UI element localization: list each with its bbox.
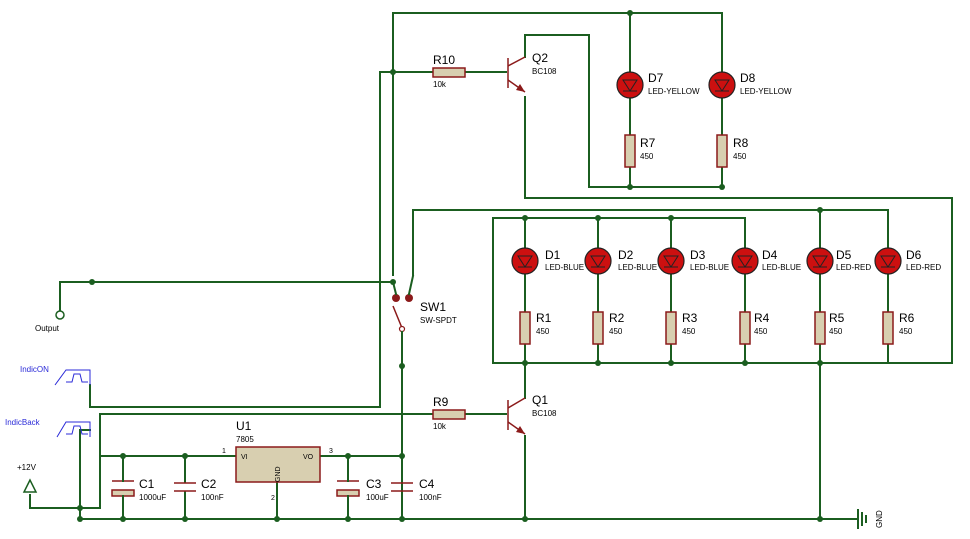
r1-value: 450: [536, 327, 550, 336]
r6-value: 450: [899, 327, 913, 336]
u1-value: 7805: [236, 435, 254, 444]
r2-ref: R2: [609, 311, 625, 325]
r6-ref: R6: [899, 311, 915, 325]
gnd-label: GND: [875, 510, 884, 528]
power-terminal-12v[interactable]: +12V: [17, 463, 38, 493]
led-d8[interactable]: D8 LED-YELLOW: [708, 71, 792, 99]
indicback-generator[interactable]: IndicBack: [5, 418, 91, 438]
d7-ref: D7: [648, 71, 664, 85]
v12-label: +12V: [17, 463, 37, 472]
d3-ref: D3: [690, 248, 706, 262]
capacitor-c3[interactable]: C3 100uF: [336, 476, 389, 502]
c1-value: 1000uF: [139, 493, 166, 502]
led-d6[interactable]: D6 LED-RED: [874, 247, 941, 275]
capacitor-c4[interactable]: C4 100nF: [391, 477, 442, 502]
u1-ref: U1: [236, 419, 252, 433]
c4-ref: C4: [419, 477, 435, 491]
resistor-r8[interactable]: R8 450: [716, 134, 749, 168]
switch-sw1[interactable]: SW1 SW-SPDT: [391, 274, 457, 367]
resistor-r7[interactable]: R7 450: [624, 134, 656, 168]
d8-ref: D8: [740, 71, 756, 85]
regulator-u1[interactable]: U1 7805 VI VO GND 1 3 2: [222, 419, 333, 502]
r8-value: 450: [733, 152, 747, 161]
output-label: Output: [35, 324, 60, 333]
c3-value: 100uF: [366, 493, 389, 502]
d4-value: LED-BLUE: [762, 263, 801, 272]
d2-value: LED-BLUE: [618, 263, 657, 272]
d5-ref: D5: [836, 248, 852, 262]
sw1-value: SW-SPDT: [420, 316, 457, 325]
r4-value: 450: [754, 327, 768, 336]
r7-ref: R7: [640, 136, 656, 150]
d8-value: LED-YELLOW: [740, 87, 792, 96]
d5-value: LED-RED: [836, 263, 871, 272]
resistor-r6[interactable]: R6 450: [882, 311, 915, 345]
ground-symbol[interactable]: GND: [857, 509, 884, 529]
c3-ref: C3: [366, 477, 382, 491]
r9-ref: R9: [433, 395, 449, 409]
r10-value: 10k: [433, 80, 447, 89]
r4-ref: R4: [754, 311, 770, 325]
resistor-r9[interactable]: R9 10k: [432, 395, 466, 431]
r1-ref: R1: [536, 311, 552, 325]
r8-ref: R8: [733, 136, 749, 150]
c2-ref: C2: [201, 477, 217, 491]
u1-pin-vo: VO: [303, 454, 314, 461]
c1-ref: C1: [139, 477, 155, 491]
r5-ref: R5: [829, 311, 845, 325]
q2-value: BC108: [532, 67, 557, 76]
c4-value: 100nF: [419, 493, 442, 502]
resistor-r1[interactable]: R1 450: [519, 311, 552, 345]
led-d5[interactable]: D5 LED-RED: [806, 247, 871, 275]
resistor-r4[interactable]: R4 450: [739, 311, 770, 345]
indicback-label: IndicBack: [5, 418, 41, 427]
resistor-r3[interactable]: R3 450: [665, 311, 698, 345]
capacitor-c1[interactable]: C1 1000uF: [111, 476, 166, 502]
u1-pin-1: 1: [222, 448, 226, 455]
resistor-r5[interactable]: R5 450: [814, 311, 845, 345]
u1-pin-vi: VI: [241, 454, 248, 461]
led-d2[interactable]: D2 LED-BLUE: [584, 247, 657, 275]
indicon-generator[interactable]: IndicON: [20, 365, 91, 386]
q1-value: BC108: [532, 409, 557, 418]
resistor-r2[interactable]: R2 450: [592, 311, 625, 345]
u1-pin-2: 2: [271, 495, 275, 502]
u1-pin-gnd: GND: [275, 466, 282, 482]
transistor-q1[interactable]: Q1 BC108: [507, 393, 557, 435]
resistor-r10[interactable]: R10 10k: [432, 53, 466, 89]
d4-ref: D4: [762, 248, 778, 262]
sw1-ref: SW1: [420, 300, 446, 314]
c2-value: 100nF: [201, 493, 224, 502]
q1-ref: Q1: [532, 393, 548, 407]
d6-ref: D6: [906, 248, 922, 262]
d1-value: LED-BLUE: [545, 263, 584, 272]
r3-ref: R3: [682, 311, 698, 325]
r10-ref: R10: [433, 53, 455, 67]
d3-value: LED-BLUE: [690, 263, 729, 272]
led-d1[interactable]: D1 LED-BLUE: [511, 247, 584, 275]
output-terminal[interactable]: Output: [35, 310, 65, 333]
r9-value: 10k: [433, 422, 447, 431]
led-d7[interactable]: D7 LED-YELLOW: [616, 71, 700, 99]
transistor-q2[interactable]: Q2 BC108: [507, 51, 557, 93]
d7-value: LED-YELLOW: [648, 87, 700, 96]
q2-ref: Q2: [532, 51, 548, 65]
r5-value: 450: [829, 327, 843, 336]
r7-value: 450: [640, 152, 654, 161]
d2-ref: D2: [618, 248, 634, 262]
r2-value: 450: [609, 327, 623, 336]
led-d3[interactable]: D3 LED-BLUE: [657, 247, 729, 275]
d1-ref: D1: [545, 248, 561, 262]
led-d4[interactable]: D4 LED-BLUE: [731, 247, 801, 275]
junction-dots: [77, 10, 823, 522]
r3-value: 450: [682, 327, 696, 336]
u1-pin-3: 3: [329, 448, 333, 455]
indicon-label: IndicON: [20, 365, 49, 374]
d6-value: LED-RED: [906, 263, 941, 272]
capacitor-c2[interactable]: C2 100nF: [174, 477, 224, 502]
